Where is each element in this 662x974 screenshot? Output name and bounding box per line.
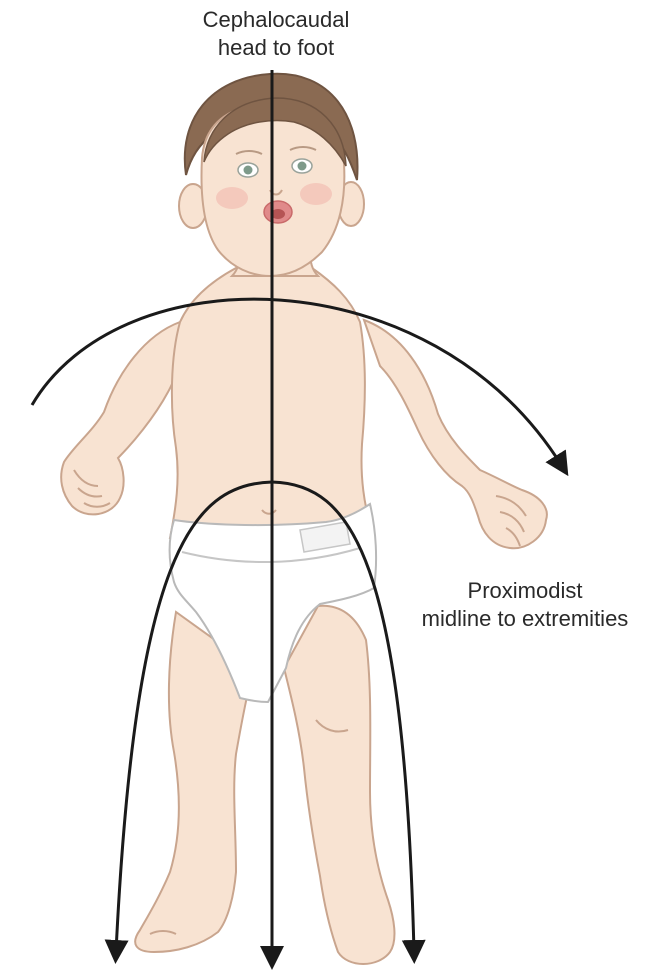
left-eye-iris xyxy=(244,166,253,175)
cephalocaudal-title: Cephalocaudal xyxy=(181,6,371,34)
right-cheek xyxy=(300,183,332,205)
right-eye-iris xyxy=(298,162,307,171)
proximodistal-title: Proximodist xyxy=(390,577,660,605)
baby-illustration xyxy=(61,74,547,964)
cephalocaudal-label: Cephalocaudal head to foot xyxy=(181,6,371,62)
right-leg xyxy=(284,606,394,964)
proximodistal-description: midline to extremities xyxy=(390,605,660,633)
proximodistal-label: Proximodist midline to extremities xyxy=(390,577,660,633)
left-cheek xyxy=(216,187,248,209)
right-arm xyxy=(364,320,547,548)
cephalocaudal-description: head to foot xyxy=(181,34,371,62)
